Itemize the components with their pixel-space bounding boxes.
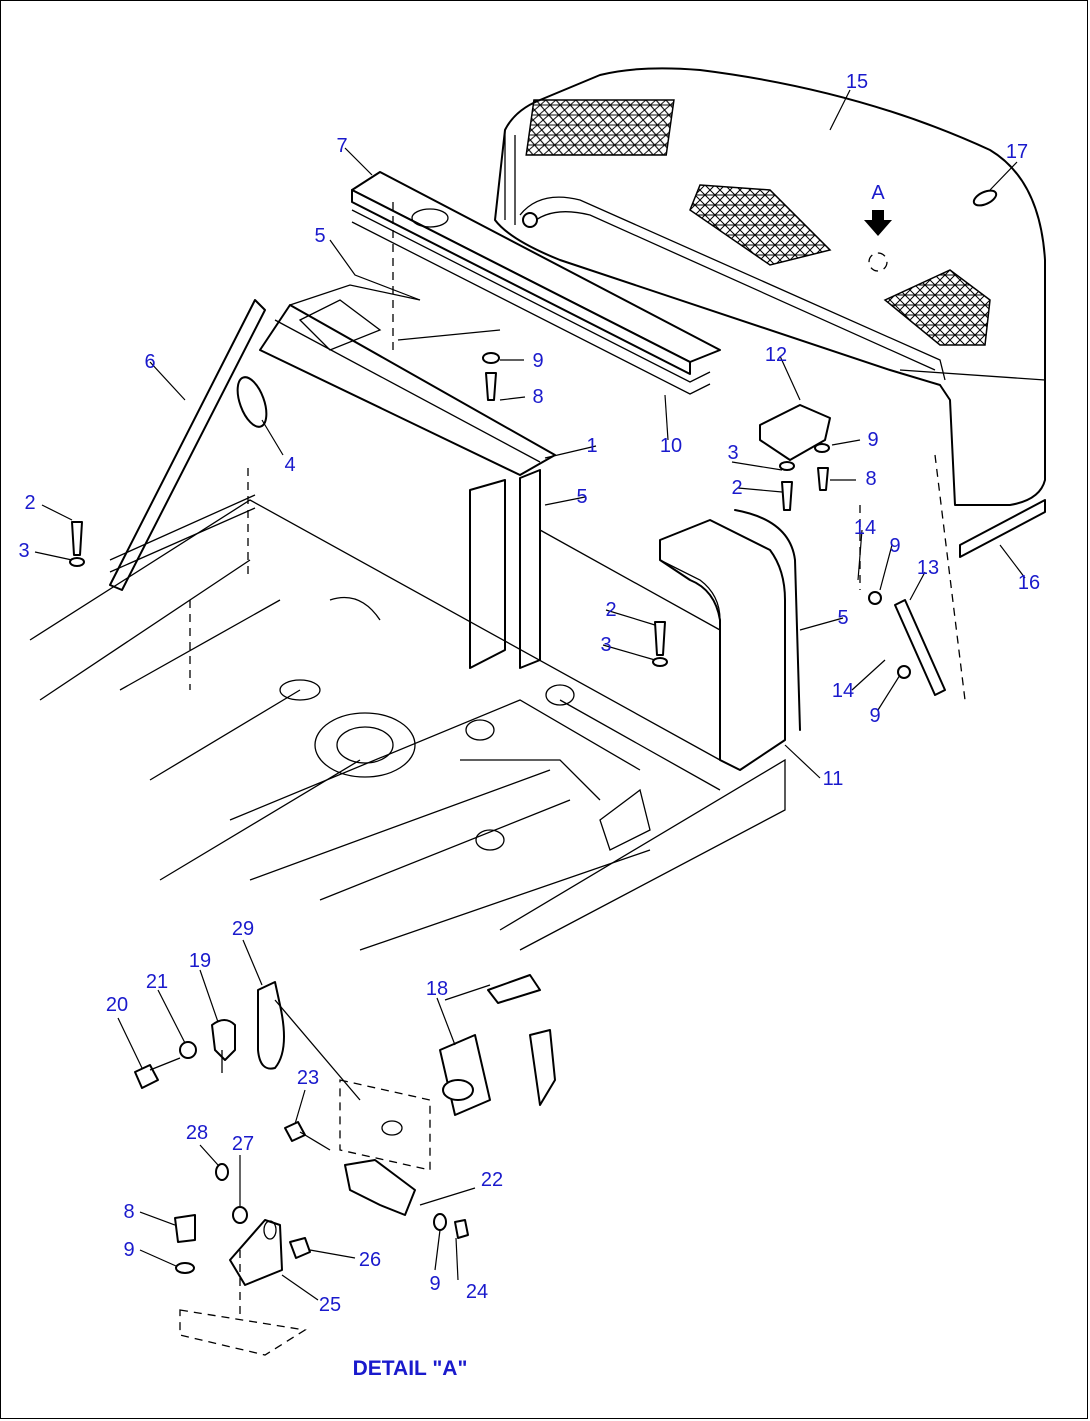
view-arrow-icon: [864, 210, 892, 236]
cover-panel-7-part: [351, 171, 721, 395]
callout-13: 13: [916, 557, 940, 579]
callout-9: 9: [123, 1239, 135, 1261]
callout-view-a: A: [871, 182, 885, 204]
callout-5: 5: [314, 225, 326, 247]
callout-5: 5: [576, 486, 588, 508]
callout-2: 2: [605, 599, 617, 621]
callout-7: 7: [336, 135, 348, 157]
callout-5: 5: [837, 607, 849, 629]
callout-8: 8: [865, 468, 877, 490]
callout-9: 9: [429, 1273, 441, 1295]
callout-27: 27: [231, 1133, 255, 1155]
callout-3: 3: [727, 442, 739, 464]
callout-3: 3: [600, 634, 612, 656]
leader-lines: [34, 89, 1026, 1301]
callout-29: 29: [231, 918, 255, 940]
callout-22: 22: [480, 1169, 504, 1191]
guard-1-part: [259, 284, 556, 669]
callout-6: 6: [144, 351, 156, 373]
fasteners-group: [69, 352, 830, 667]
callout-2: 2: [731, 477, 743, 499]
base-frame-part: [29, 499, 786, 951]
callout-12: 12: [764, 344, 788, 366]
hinge-12-part: [759, 404, 831, 461]
gas-spring-13-part: [894, 599, 946, 696]
callout-21: 21: [145, 971, 169, 993]
callout-1: 1: [586, 435, 598, 457]
callout-23: 23: [296, 1067, 320, 1089]
callout-20: 20: [105, 994, 129, 1016]
callout-9: 9: [867, 429, 879, 451]
detail-a-lock-assembly: [134, 974, 556, 1356]
callout-4: 4: [284, 454, 296, 476]
grommet-4-part: [236, 376, 268, 428]
callout-14: 14: [853, 517, 877, 539]
callout-25: 25: [318, 1294, 342, 1316]
callout-10: 10: [659, 435, 683, 457]
callout-9: 9: [869, 705, 881, 727]
stay-6-part: [109, 299, 266, 591]
callout-19: 19: [188, 950, 212, 972]
callout-2: 2: [24, 492, 36, 514]
callout-8: 8: [532, 386, 544, 408]
callout-14: 14: [831, 680, 855, 702]
badge-17-part: [972, 189, 998, 207]
callout-16: 16: [1017, 572, 1041, 594]
callout-24: 24: [465, 1281, 489, 1303]
callout-15: 15: [845, 71, 869, 93]
callout-17: 17: [1005, 141, 1029, 163]
callout-11: 11: [822, 768, 844, 790]
column-11-part: [659, 509, 801, 771]
callout-3: 3: [18, 540, 30, 562]
seal-16-part: [959, 499, 1046, 558]
callout-26: 26: [358, 1249, 382, 1271]
callout-18: 18: [425, 978, 449, 1000]
hood-cover-part: [494, 67, 1046, 506]
callout-9: 9: [532, 350, 544, 372]
callout-28: 28: [185, 1122, 209, 1144]
callout-8: 8: [123, 1201, 135, 1223]
detail-a-caption: DETAIL "A": [352, 1357, 468, 1380]
callout-9: 9: [889, 535, 901, 557]
